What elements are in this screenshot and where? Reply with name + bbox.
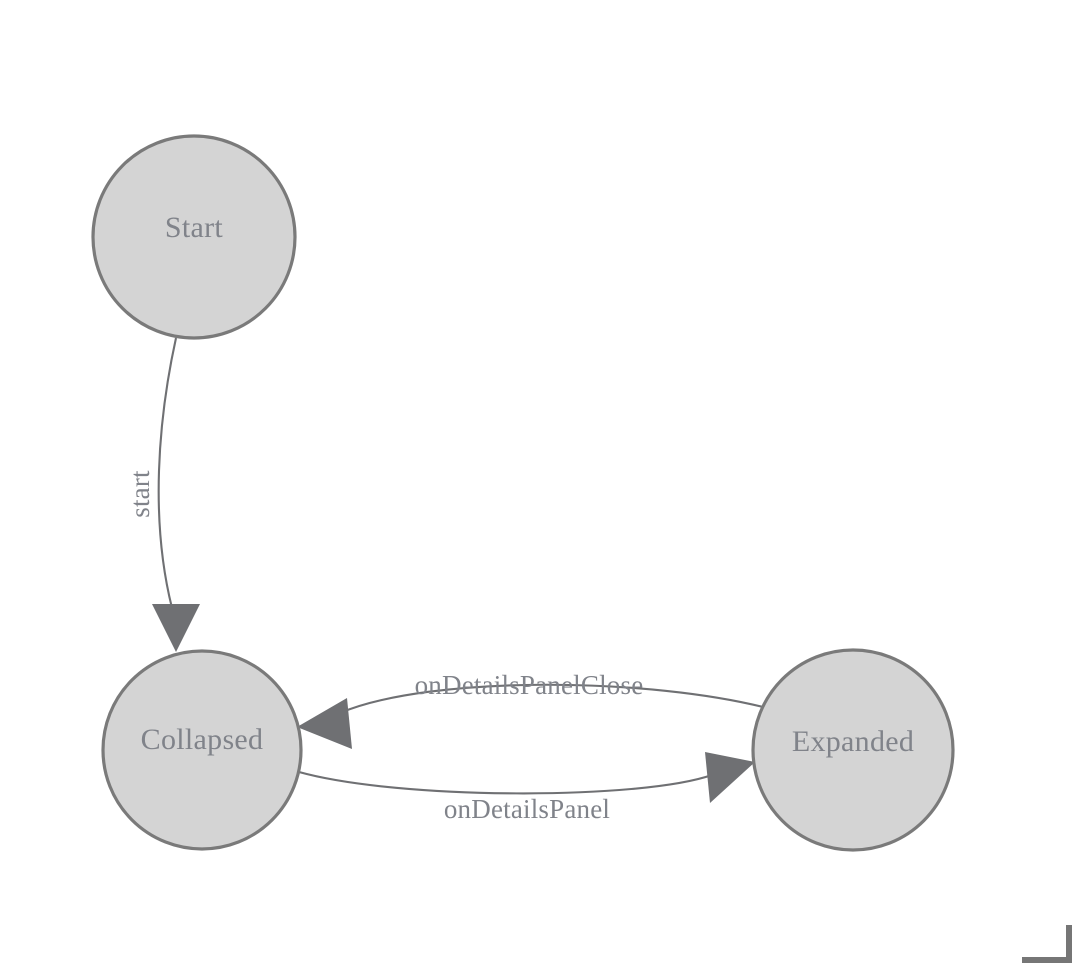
edge-label-start: start: [125, 470, 155, 518]
edge-line-start-to-collapsed: [157, 337, 178, 609]
node-circle-start[interactable]: [91, 134, 297, 340]
node-label-expanded: Expanded: [792, 725, 914, 758]
node-start[interactable]: Start: [91, 134, 297, 340]
edge-collapsed-to-expanded[interactable]: onDetailsPanel: [298, 752, 755, 824]
edge-expanded-to-collapsed[interactable]: onDetailsPanelClose: [297, 670, 772, 749]
edge-line-expanded-to-collapsed: [339, 683, 772, 714]
resize-corner-icon[interactable]: [1022, 925, 1072, 963]
arrowhead-left-into-collapsed: [297, 698, 352, 749]
edge-start-to-collapsed[interactable]: start: [125, 337, 200, 652]
edge-label-on-details-panel-close: onDetailsPanelClose: [415, 670, 644, 700]
edge-line-collapsed-to-expanded: [298, 770, 713, 795]
node-label-collapsed: Collapsed: [141, 723, 264, 756]
node-circle-collapsed[interactable]: [101, 649, 303, 851]
node-collapsed[interactable]: Collapsed: [101, 649, 303, 851]
arrowhead-right-into-expanded: [705, 752, 755, 803]
node-label-start: Start: [165, 211, 224, 244]
arrowhead-down-into-collapsed: [152, 604, 200, 652]
node-expanded[interactable]: Expanded: [751, 648, 955, 852]
edge-label-on-details-panel: onDetailsPanel: [444, 794, 610, 824]
node-circle-expanded[interactable]: [751, 648, 955, 852]
